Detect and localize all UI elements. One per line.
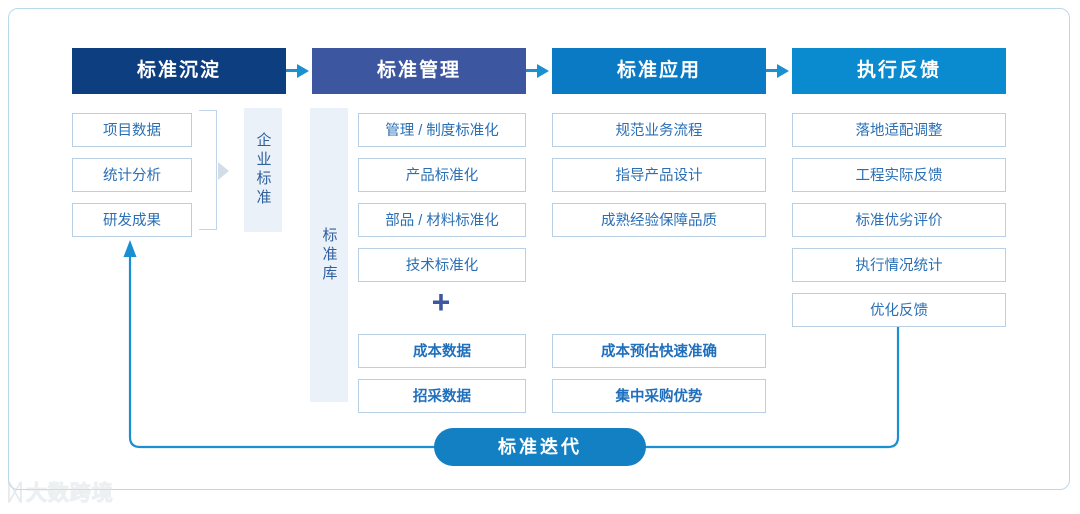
column-standard-precipitation: 标准沉淀 项目数据 统计分析 研发成果 — [72, 48, 286, 248]
header-standard-precipitation[interactable]: 标准沉淀 — [72, 48, 286, 94]
column-standard-application: 标准应用 规范业务流程 指导产品设计 成熟经验保障品质 成本预估快速准确 集中采… — [552, 48, 766, 424]
item-procurement-data[interactable]: 招采数据 — [358, 379, 526, 413]
item-project-data[interactable]: 项目数据 — [72, 113, 192, 147]
item-product-standardization[interactable]: 产品标准化 — [358, 158, 526, 192]
arrow-col1-to-col2 — [281, 64, 309, 78]
item-optimization-feedback[interactable]: 优化反馈 — [792, 293, 1006, 327]
item-mature-experience-quality[interactable]: 成熟经验保障品质 — [552, 203, 766, 237]
watermark-logo-icon: ᛞ — [8, 478, 22, 505]
vertical-panel-standard-library: 标准库 — [310, 108, 348, 402]
arrow-col2-to-col3 — [521, 64, 549, 78]
bracket-arrow-icon — [218, 162, 229, 180]
item-statistical-analysis[interactable]: 统计分析 — [72, 158, 192, 192]
item-engineering-actual-feedback[interactable]: 工程实际反馈 — [792, 158, 1006, 192]
item-management-system-standardization[interactable]: 管理 / 制度标准化 — [358, 113, 526, 147]
header-standard-management[interactable]: 标准管理 — [312, 48, 526, 94]
plus-icon: + — [431, 284, 451, 320]
item-execution-status-statistics[interactable]: 执行情况统计 — [792, 248, 1006, 282]
item-standard-quality-evaluation[interactable]: 标准优劣评价 — [792, 203, 1006, 237]
item-standardize-business-process[interactable]: 规范业务流程 — [552, 113, 766, 147]
watermark-text: 大数跨境 — [25, 482, 114, 506]
vertical-label-enterprise-standard: 企业标准 — [254, 132, 272, 208]
column-standard-management: 标准管理 管理 / 制度标准化 产品标准化 部品 / 材料标准化 技术标准化 成… — [312, 48, 526, 424]
item-guide-product-design[interactable]: 指导产品设计 — [552, 158, 766, 192]
item-cost-data[interactable]: 成本数据 — [358, 334, 526, 368]
arrow-col3-to-col4 — [761, 64, 789, 78]
item-technical-standardization[interactable]: 技术标准化 — [358, 248, 526, 282]
vertical-label-standard-library: 标准库 — [320, 226, 338, 284]
item-fast-accurate-cost-estimation[interactable]: 成本预估快速准确 — [552, 334, 766, 368]
item-parts-material-standardization[interactable]: 部品 / 材料标准化 — [358, 203, 526, 237]
item-rd-results[interactable]: 研发成果 — [72, 203, 192, 237]
item-centralized-procurement-advantage[interactable]: 集中采购优势 — [552, 379, 766, 413]
vertical-panel-enterprise-standard: 企业标准 — [244, 108, 282, 232]
header-standard-application[interactable]: 标准应用 — [552, 48, 766, 94]
column-execution-feedback: 执行反馈 落地适配调整 工程实际反馈 标准优劣评价 执行情况统计 优化反馈 — [792, 48, 1006, 338]
watermark: ᛞ 大数跨境 — [8, 474, 188, 510]
standard-iteration-pill[interactable]: 标准迭代 — [434, 428, 646, 466]
item-landing-adaptation-adjustment[interactable]: 落地适配调整 — [792, 113, 1006, 147]
group-bracket — [199, 110, 217, 230]
header-execution-feedback[interactable]: 执行反馈 — [792, 48, 1006, 94]
